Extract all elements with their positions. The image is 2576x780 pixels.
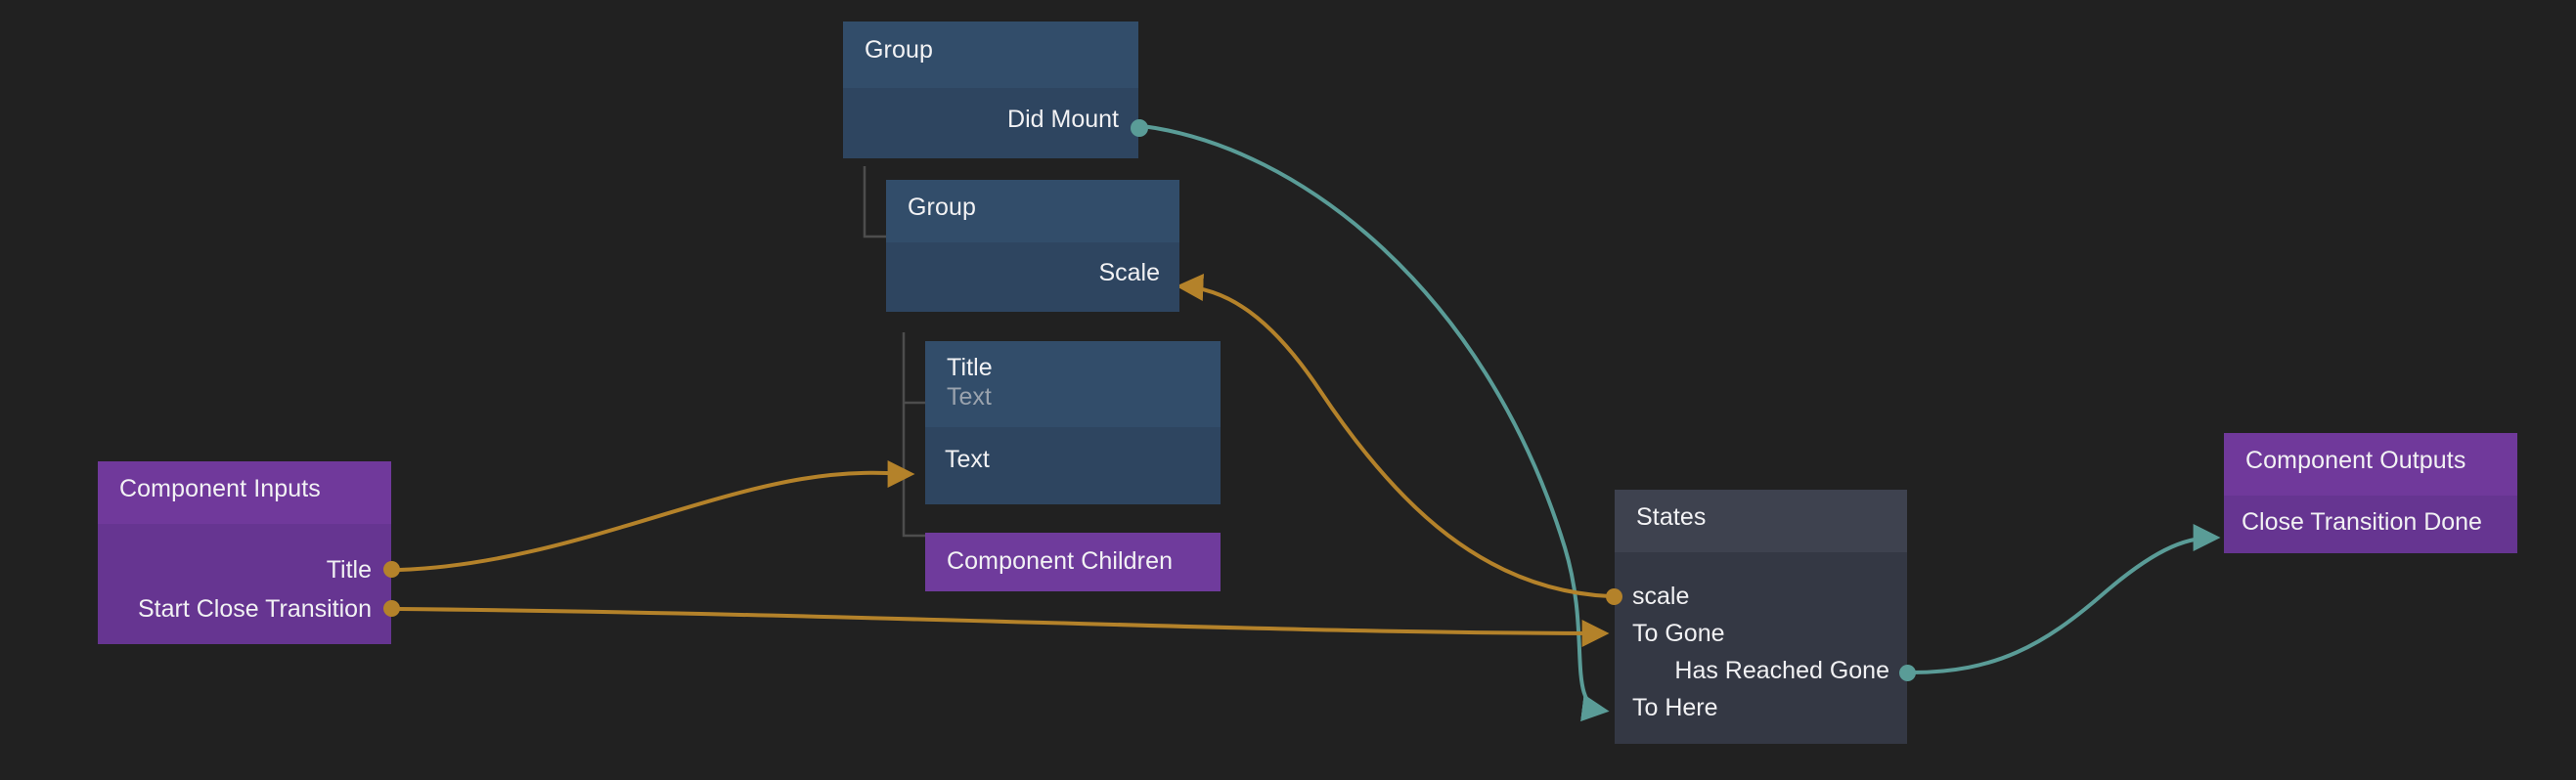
node-title: States [1636,503,1707,531]
port-row-scale-out[interactable]: Scale [1098,258,1160,287]
port-dot-did-mount[interactable] [1131,119,1148,137]
edge-title-to-text [398,459,915,572]
port-row-to-here[interactable]: To Here [1632,693,1718,722]
node-component-inputs[interactable]: Component Inputs Title Start Close Trans… [98,461,400,644]
node-title: Component Children [947,547,1174,575]
node-component-outputs[interactable]: Component Outputs Close Transition Done [2224,433,2517,553]
port-dot-start-close-transition[interactable] [383,600,400,617]
node-header: States [1615,490,1907,552]
node-header: Title Text [925,341,1221,427]
port-label: Title [326,556,372,584]
port-row-text-in[interactable]: Text [945,445,990,474]
port-label: To Gone [1632,620,1725,647]
node-body: Scale [886,242,1179,312]
port-row-has-reached-gone[interactable]: Has Reached Gone [1674,656,1889,685]
port-dot-title[interactable] [383,561,400,578]
node-group-child[interactable]: Group Scale [886,180,1179,312]
port-label: Did Mount [1007,106,1119,133]
node-subtitle: Text [947,383,992,411]
port-row-close-transition-done[interactable]: Close Transition Done [2242,507,2482,537]
node-header: Group [843,22,1138,88]
node-body: Title Start Close Transition [98,524,391,644]
node-header: Component Outputs [2224,433,2517,496]
node-body: Did Mount [843,88,1138,158]
port-row-start-close-transition-out[interactable]: Start Close Transition [138,594,372,624]
port-label: Close Transition Done [2242,508,2482,536]
port-row-scale-in[interactable]: scale [1632,582,1689,611]
edge-start-close-to-gone [398,607,1610,647]
node-body: scale To Gone Has Reached Gone To Here [1615,552,1907,744]
node-title: Component Inputs [119,475,321,502]
node-title: Title [947,354,993,381]
edge-scale-to-scale [1176,273,1611,598]
node-title-element[interactable]: Title Text Text [925,341,1221,504]
port-dot-scale-in[interactable] [1606,588,1622,605]
port-label: Scale [1098,259,1160,286]
node-states[interactable]: States scale To Gone Has Reached Gone To… [1606,490,1916,744]
port-label: Text [945,446,990,473]
node-body: Text [925,427,1221,504]
node-body: Close Transition Done [2224,496,2517,553]
node-title: Group [908,194,976,221]
node-group-root[interactable]: Group Did Mount [843,22,1148,158]
port-label: To Here [1632,694,1718,721]
node-component-children[interactable]: Component Children [925,533,1221,591]
port-row-did-mount[interactable]: Did Mount [1007,105,1119,134]
node-header: Group [886,180,1179,242]
port-dot-has-reached-gone[interactable] [1899,665,1916,681]
node-title: Group [865,36,933,64]
port-row-to-gone[interactable]: To Gone [1632,619,1725,648]
node-header: Component Children [925,533,1221,591]
edge-reached-gone-to-close-done [1911,524,2221,674]
port-label: scale [1632,583,1690,610]
port-label: Start Close Transition [138,595,372,623]
port-label: Has Reached Gone [1674,657,1889,684]
port-row-title-out[interactable]: Title [327,555,372,585]
node-title: Component Outputs [2245,447,2466,474]
node-header: Component Inputs [98,461,391,524]
